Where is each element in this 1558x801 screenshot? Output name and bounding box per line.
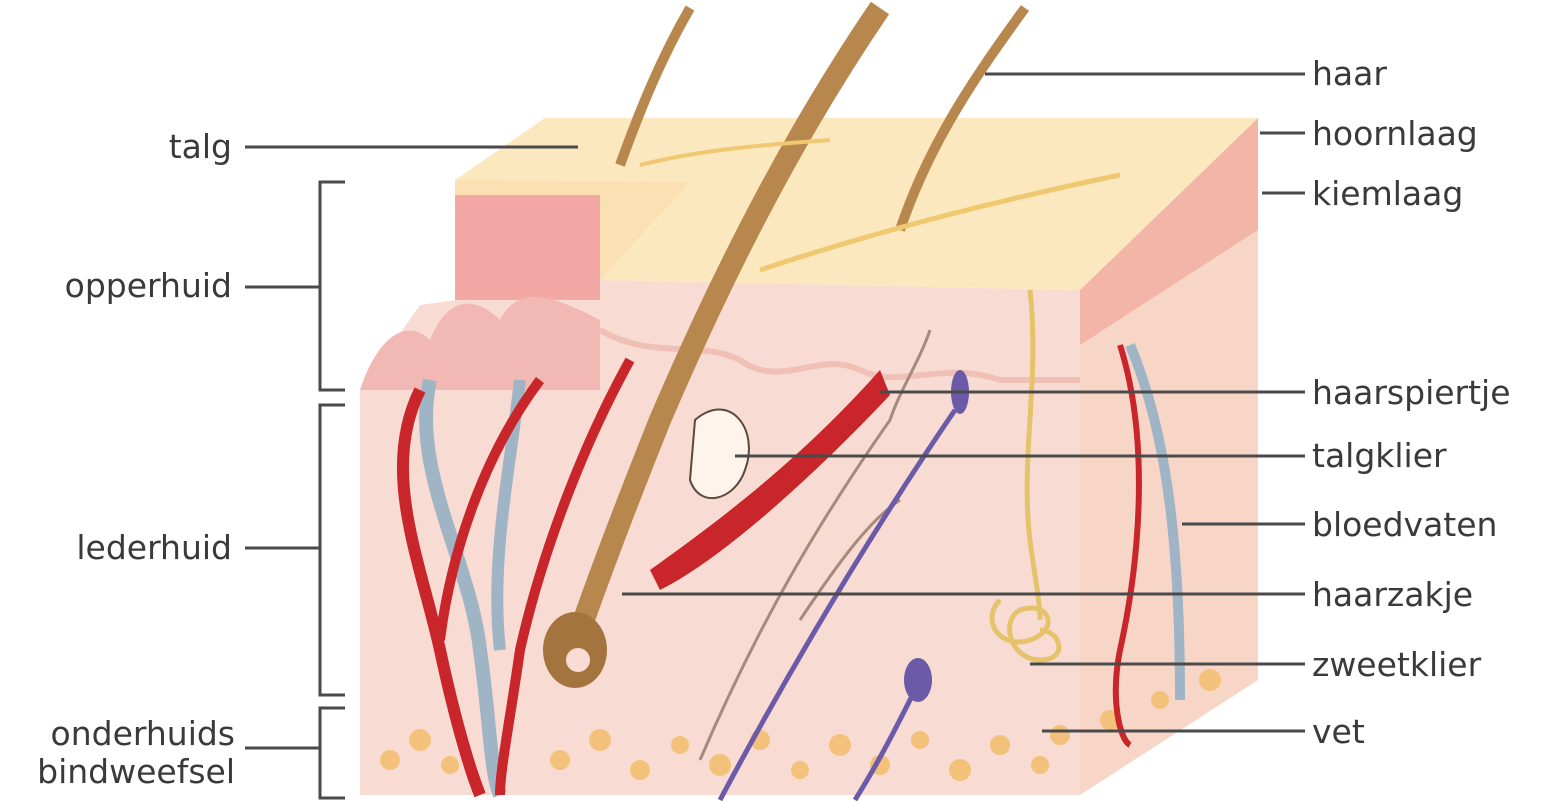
label-bloedvaten: bloedvaten: [1312, 505, 1497, 544]
label-hoornlaag: hoornlaag: [1312, 114, 1478, 153]
label-opperhuid: opperhuid: [65, 266, 232, 305]
bracket-onderhuids: [245, 708, 345, 798]
hair-papilla: [566, 648, 590, 672]
nerve-ending-lower: [904, 658, 932, 702]
label-vet: vet: [1312, 712, 1365, 751]
label-onderhuids-line2: bindweefsel: [37, 752, 235, 791]
label-haarspiertje: haarspiertje: [1312, 373, 1511, 412]
label-kiemlaag: kiemlaag: [1312, 174, 1463, 213]
right-labels: haar hoornlaag kiemlaag haarspiertje tal…: [1312, 54, 1511, 751]
epidermis-papillae: [360, 297, 600, 390]
label-zweetklier: zweetklier: [1312, 645, 1482, 684]
label-onderhuids-line1: onderhuids: [51, 714, 235, 753]
label-talg: talg: [169, 127, 232, 166]
label-talgklier: talgklier: [1312, 436, 1447, 475]
bracket-lederhuid: [245, 405, 345, 695]
label-haarzakje: haarzakje: [1312, 575, 1473, 614]
label-lederhuid: lederhuid: [76, 528, 232, 567]
label-haar: haar: [1312, 54, 1387, 93]
cutaway-epidermis: [455, 195, 600, 300]
left-labels: talg opperhuid lederhuid onderhuids bind…: [37, 127, 235, 791]
bracket-opperhuid: [245, 182, 345, 390]
